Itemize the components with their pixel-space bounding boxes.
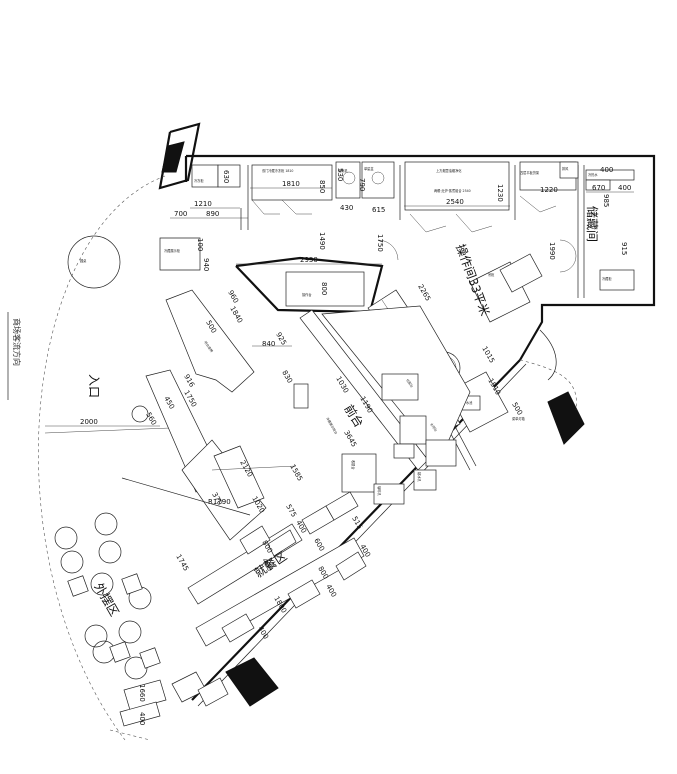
equipment-label: 水池	[466, 400, 473, 405]
room-label-outdoor: 外摆区	[91, 581, 121, 619]
equipment-label: 吧台座椅	[203, 340, 215, 354]
dim-text: 575	[284, 503, 298, 519]
dim-text: 1750	[376, 234, 384, 252]
dim-text: 515	[350, 515, 364, 531]
range-box	[404, 161, 510, 211]
dim-text: 1490	[318, 232, 326, 250]
dim-text: 915	[620, 242, 628, 255]
equipment-label: 四层平板货架	[520, 170, 540, 175]
dim-text: 800	[320, 282, 328, 295]
dim-text: 3645	[342, 429, 358, 448]
equipment-label: 单星盆	[364, 166, 374, 171]
equipment-label: 菜单灯箱	[512, 416, 526, 421]
equipment-label: 切配台	[405, 378, 415, 389]
dim-text: 940	[202, 258, 210, 271]
room-label-storage: 储藏间	[585, 206, 600, 242]
dim-text: 100	[196, 238, 204, 251]
dim-text: 530	[336, 168, 344, 181]
dim-text: 1745	[174, 553, 190, 572]
dim-text: 850	[318, 180, 326, 193]
dim-text: 790	[358, 178, 366, 191]
dim-text: 2930	[300, 256, 318, 264]
dim-text: 400	[600, 166, 613, 174]
equipment-label: 圆桌	[80, 258, 87, 263]
dim-text: 830	[280, 369, 294, 385]
equipment-label: 排风	[562, 166, 569, 171]
dim-text: 890	[206, 210, 219, 218]
equipment-label: 咖啡机	[377, 486, 382, 496]
dim-text: 400	[618, 184, 631, 192]
dim-text: 1840	[228, 305, 244, 324]
dim-text: 400	[138, 712, 146, 725]
dim-text: 600	[312, 537, 326, 553]
dim-text: 1210	[194, 200, 212, 208]
dim-text: 630	[222, 170, 230, 183]
equipment-label: 冷冻柜	[194, 178, 204, 183]
dimension-lines	[45, 187, 634, 471]
dining-area	[171, 491, 367, 707]
dim-text: 985	[602, 194, 610, 207]
dim-text: 500	[510, 401, 524, 417]
dim-text: 1810	[282, 180, 300, 188]
traffic-direction-label: 商场客流方向	[12, 318, 22, 366]
equipment-label: 冷热水	[588, 172, 598, 177]
equipment-label: 吊柜	[488, 272, 495, 277]
equipment-label: 冷藏柜	[602, 276, 612, 281]
equipment-label: 制冰机	[417, 472, 422, 482]
dim-text: 670	[592, 184, 605, 192]
counter-area	[121, 237, 471, 541]
round-table-top	[67, 235, 121, 289]
dim-text: 700	[174, 210, 187, 218]
dim-text: 840	[262, 340, 275, 348]
equipment-label: 操作台	[302, 292, 312, 297]
dim-text: 1585	[288, 463, 304, 482]
dim-text: 2265	[416, 283, 432, 302]
fridge-box	[251, 164, 333, 201]
columns	[161, 141, 585, 707]
ice-maker-box	[191, 164, 219, 188]
dim-text: 1220	[540, 186, 558, 194]
dim-text: 2540	[446, 198, 464, 206]
equipment-label: 收银台	[351, 460, 356, 470]
equipment-label: 水吧台	[429, 422, 439, 433]
top-equipment	[191, 161, 635, 291]
equipment-label: 冷藏展示柜台	[325, 416, 339, 435]
dim-text: 430	[340, 204, 353, 212]
room-label-entrance: 入口	[87, 374, 101, 398]
dim-text: 960	[226, 289, 240, 305]
dim-text: 916	[182, 373, 196, 389]
dim-text: 2000	[80, 418, 98, 426]
dim-text: 400	[324, 583, 338, 599]
dim-text: 925	[274, 331, 288, 347]
equipment-label: 双门冷藏冷冻柜 1810	[262, 168, 293, 173]
dim-text: 1230	[496, 184, 504, 202]
radius-label: R1790	[208, 498, 231, 506]
dim-text: 1015	[480, 345, 496, 364]
outdoor-boundary	[38, 175, 577, 741]
equipment-label: 冷藏展示柜	[164, 248, 181, 253]
equipment-label: 洗碗机	[338, 168, 348, 173]
dim-text: 615	[372, 206, 385, 214]
equipment-label: 两眼·灶炉·蒸煮组合 2540	[434, 188, 471, 193]
dim-text: 1660	[138, 684, 146, 702]
equipment-label: 上方烟罩油烟净化	[436, 168, 462, 173]
outdoor-seating	[54, 235, 167, 727]
dim-text: 1990	[548, 242, 556, 260]
